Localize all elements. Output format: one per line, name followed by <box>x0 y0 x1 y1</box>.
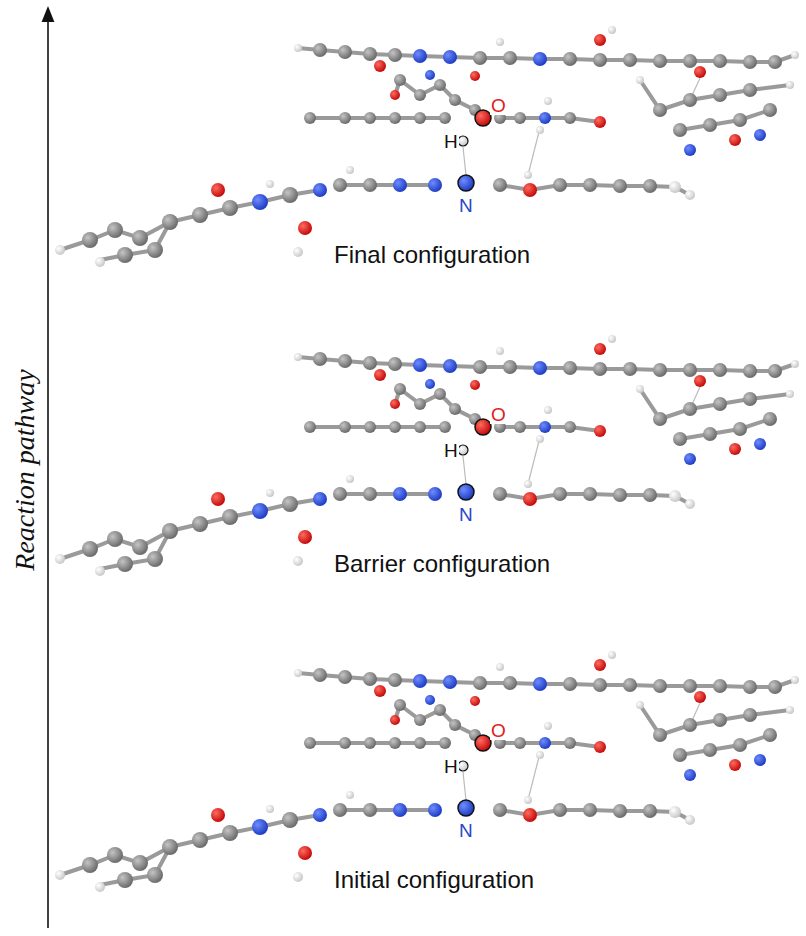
atom-label: O <box>490 405 507 424</box>
atom-label: N <box>458 196 474 215</box>
axis-label: Reaction pathway <box>11 369 39 570</box>
configuration-caption: Barrier configuration <box>334 552 550 576</box>
atom-label: O <box>490 96 507 115</box>
pathway-axis <box>47 14 49 928</box>
configuration-caption: Final configuration <box>334 243 530 267</box>
atom-label: O <box>490 721 507 740</box>
atom-label: H <box>443 757 459 776</box>
configuration-caption: Initial configuration <box>334 868 534 892</box>
atom-label: H <box>443 441 459 460</box>
atom-label: H <box>443 132 459 151</box>
atom-label: N <box>458 821 474 840</box>
atom-label: N <box>458 505 474 524</box>
